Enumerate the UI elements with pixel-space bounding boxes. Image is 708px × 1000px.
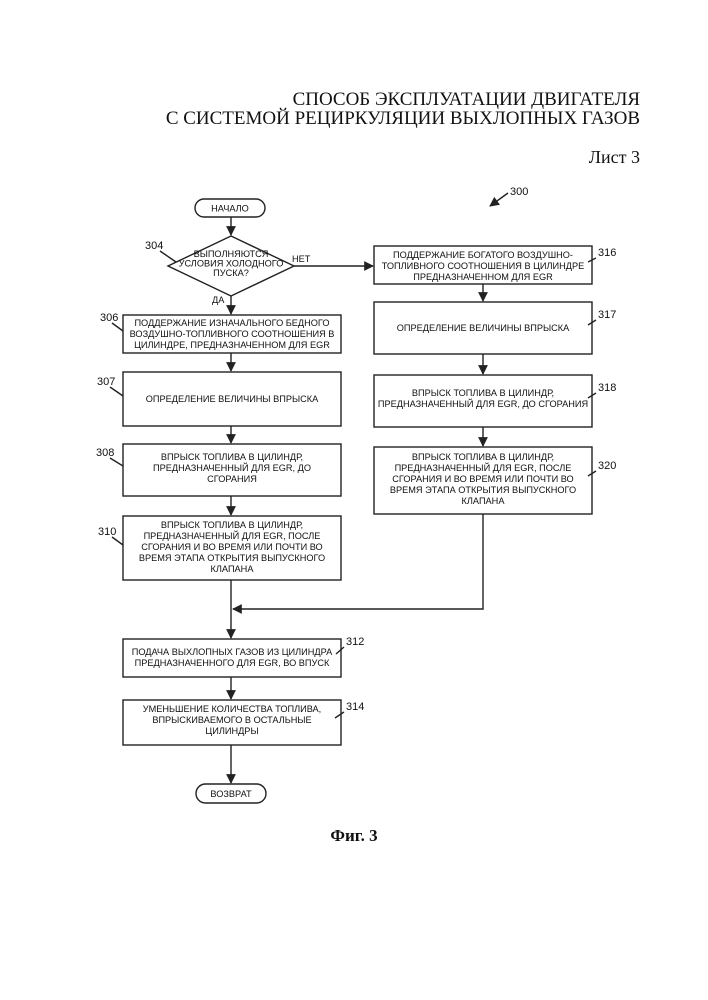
box-316-line: ПОДДЕРЖАНИЕ БОГАТОГО ВОЗДУШНО- [393, 250, 573, 260]
ref-307-leader [110, 387, 123, 396]
box-316-line: ТОПЛИВНОГО СООТНОШЕНИЯ В ЦИЛИНДРЕ [382, 261, 585, 271]
box-314-line: УМЕНЬШЕНИЕ КОЛИЧЕСТВА ТОПЛИВА, [143, 704, 321, 714]
box-320-line: ПРЕДНАЗНАЧЕННЫЙ ДЛЯ EGR, ПОСЛЕ [395, 462, 572, 473]
ref-304: 304 [145, 240, 163, 252]
box-306-text: ПОДДЕРЖАНИЕ ИЗНАЧАЛЬНОГО БЕДНОГОВОЗДУШНО… [130, 318, 335, 350]
box-318-line: ПРЕДНАЗНАЧЕННЫЙ ДЛЯ EGR, ДО СГОРАНИЯ [378, 398, 588, 409]
decision-304-line: ВЫПОЛНЯЮТСЯ [194, 249, 269, 259]
start-label: НАЧАЛО [211, 204, 249, 214]
box-314-line: ЦИЛИНДРЫ [205, 726, 258, 736]
ref-310-leader [112, 537, 123, 545]
box-308-line: ВПРЫСК ТОПЛИВА В ЦИЛИНДР, [161, 452, 303, 462]
box-308-line: ПРЕДНАЗНАЧЕННЫЙ ДЛЯ EGR, ДО [153, 462, 311, 473]
ref-306: 306 [100, 312, 118, 324]
ref-312: 312 [346, 636, 364, 648]
ref-320: 320 [598, 460, 616, 472]
ref-310: 310 [98, 526, 116, 538]
box-310-line: ПРЕДНАЗНАЧЕННЫЙ ДЛЯ EGR, ПОСЛЕ [144, 530, 321, 541]
box-318-line: ВПРЫСК ТОПЛИВА В ЦИЛИНДР, [412, 388, 554, 398]
box-310-line: ВРЕМЯ ЭТАПА ОТКРЫТИЯ ВЫПУСКНОГО [139, 553, 325, 563]
box-317-line: ОПРЕДЕЛЕНИЕ ВЕЛИЧИНЫ ВПРЫСКА [397, 323, 570, 333]
box-306-line: ВОЗДУШНО-ТОПЛИВНОГО СООТНОШЕНИЯ В [130, 329, 335, 339]
box-307-text: ОПРЕДЕЛЕНИЕ ВЕЛИЧИНЫ ВПРЫСКА [146, 394, 319, 404]
figure-ref-label: 300 [510, 186, 528, 198]
box-312-line: ПОДАЧА ВЫХЛОПНЫХ ГАЗОВ ИЗ ЦИЛИНДРА [132, 647, 333, 657]
ref-304-leader [160, 251, 176, 262]
ref-317: 317 [598, 309, 616, 321]
ref-308-leader [110, 458, 123, 466]
box-314-line: ВПРЫСКИВАЕМОГО В ОСТАЛЬНЫЕ [152, 715, 311, 725]
ref-306-leader [112, 323, 123, 331]
figure-ref-pointer [490, 193, 508, 206]
box-312-line: ПРЕДНАЗНАЧЕННОГО ДЛЯ EGR, ВО ВПУСК [135, 658, 330, 668]
box-316-line: ПРЕДНАЗНАЧЕННОМ ДЛЯ EGR [413, 272, 553, 282]
box-312-text: ПОДАЧА ВЫХЛОПНЫХ ГАЗОВ ИЗ ЦИЛИНДРАПРЕДНА… [132, 647, 333, 668]
box-308-line: СГОРАНИЯ [207, 474, 257, 484]
return-label: ВОЗВРАТ [210, 789, 252, 799]
box-320-line: КЛАПАНА [462, 496, 506, 506]
box-310-line: СГОРАНИЯ И ВО ВРЕМЯ ИЛИ ПОЧТИ ВО [141, 542, 322, 552]
ref-307: 307 [97, 376, 115, 388]
no-label: НЕТ [292, 254, 311, 264]
yes-label: ДА [212, 295, 225, 305]
decision-304-line: ПУСКА? [213, 268, 249, 278]
box-320-line: СГОРАНИЯ И ВО ВРЕМЯ ИЛИ ПОЧТИ ВО [392, 474, 573, 484]
box-310-line: КЛАПАНА [211, 564, 255, 574]
ref-318: 318 [598, 382, 616, 394]
box-320-line: ВРЕМЯ ЭТАПА ОТКРЫТИЯ ВЫПУСКНОГО [390, 485, 576, 495]
decision-304-line: УСЛОВИЯ ХОЛОДНОГО [179, 259, 284, 269]
ref-314: 314 [346, 701, 364, 713]
box-306-line: ЦИЛИНДРЕ, ПРЕДНАЗНАЧЕННОМ ДЛЯ EGR [134, 340, 330, 350]
box-317-text: ОПРЕДЕЛЕНИЕ ВЕЛИЧИНЫ ВПРЫСКА [397, 323, 570, 333]
ref-316: 316 [598, 247, 616, 259]
figure-caption: Фиг. 3 [0, 826, 708, 846]
box-320-line: ВПРЫСК ТОПЛИВА В ЦИЛИНДР, [412, 452, 554, 462]
box-307-line: ОПРЕДЕЛЕНИЕ ВЕЛИЧИНЫ ВПРЫСКА [146, 394, 319, 404]
box-310-line: ВПРЫСК ТОПЛИВА В ЦИЛИНДР, [161, 520, 303, 530]
box-306-line: ПОДДЕРЖАНИЕ ИЗНАЧАЛЬНОГО БЕДНОГО [134, 318, 329, 328]
ref-308: 308 [96, 447, 114, 459]
